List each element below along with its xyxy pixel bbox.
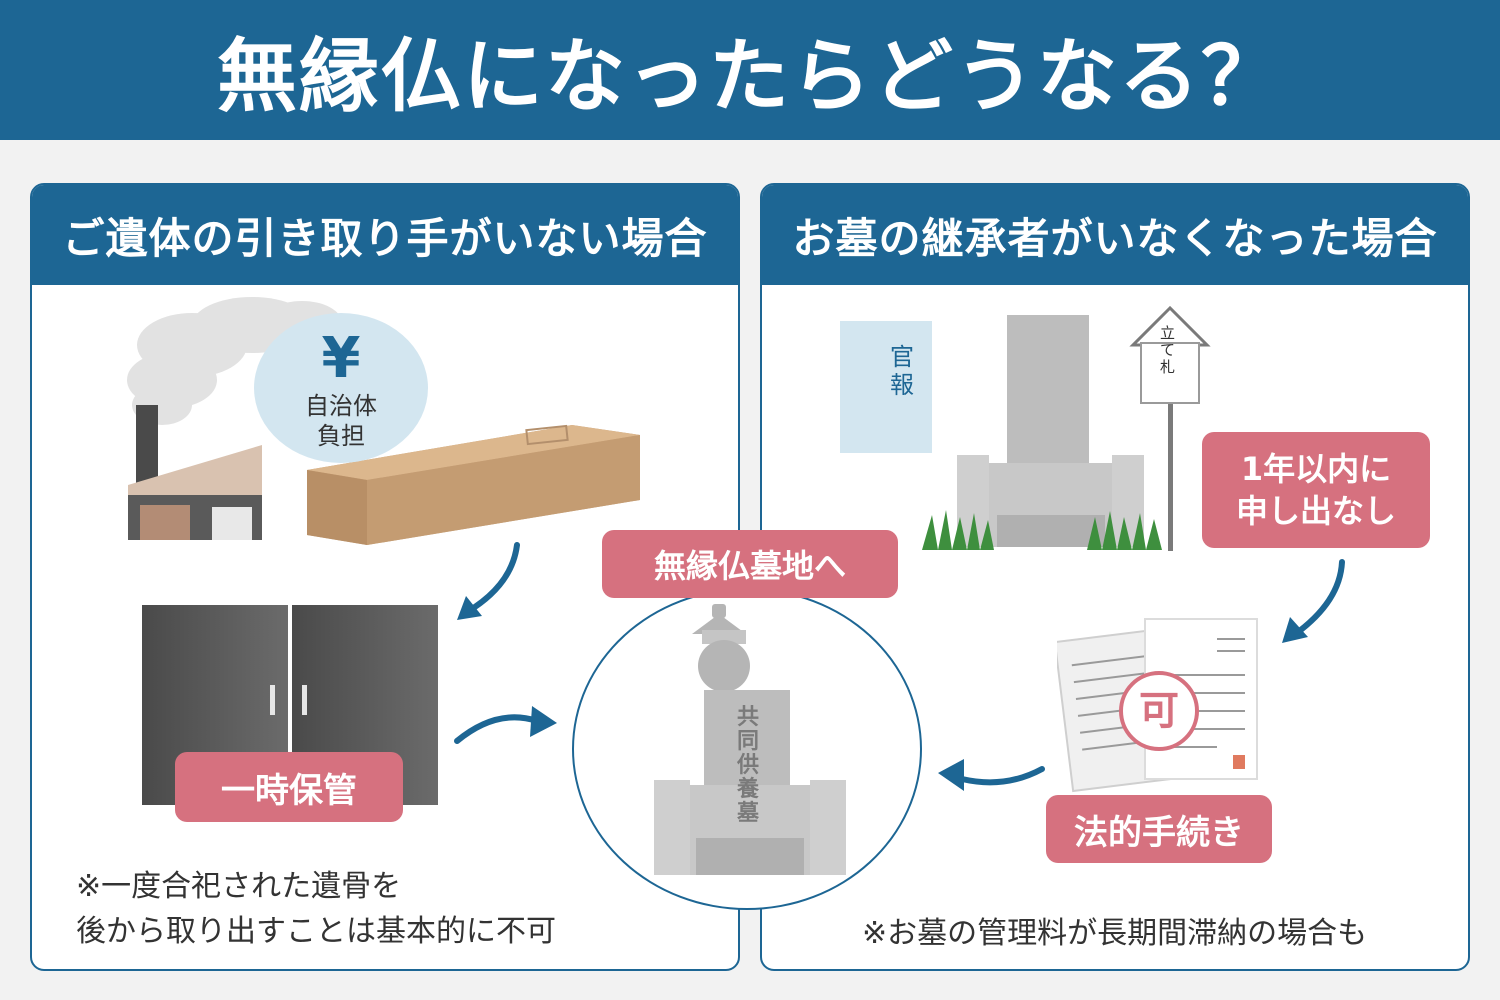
legal-documents-icon	[1057, 618, 1258, 793]
memorial-tower-icon	[654, 604, 846, 875]
memorial-inscription: 共同供養墓	[736, 705, 759, 826]
arrow-down-left-icon-2	[1282, 559, 1345, 643]
official-gazette: 官報	[840, 321, 932, 453]
signboard-icon	[1129, 305, 1211, 551]
page-title: 無縁仏になったらどうなる？	[217, 30, 1283, 123]
deadline-line2: 申し出なし	[1235, 492, 1396, 530]
header-banner: 無縁仏になったらどうなる？	[0, 0, 1500, 140]
approval-stamp-icon: 可	[1139, 688, 1179, 734]
destination-label: 無縁仏墓地へ	[602, 530, 898, 598]
arrow-down-left-icon	[457, 542, 520, 620]
legal-procedure-label: 法的手続き	[1046, 795, 1272, 863]
crematorium-icon	[128, 405, 262, 540]
municipal-burden-badge: ¥ 自治体 負担	[254, 313, 428, 463]
yen-badge-line1: 自治体	[305, 392, 377, 420]
left-note-line2: 後から取り出すことは基本的に不可	[76, 914, 556, 949]
right-panel-heading: お墓の継承者がいなくなった場合	[762, 185, 1468, 285]
deadline-line1: 1年以内に	[1240, 450, 1392, 488]
deadline-label: 1年以内に 申し出なし	[1202, 432, 1430, 548]
left-note-line1: ※一度合祀された遺骨を	[76, 869, 402, 904]
yen-badge-line2: 負担	[317, 422, 365, 450]
coffin-icon	[307, 424, 640, 545]
gazette-label: 官報	[890, 343, 914, 399]
right-note: ※お墓の管理料が長期間滞納の場合も	[862, 916, 1368, 951]
left-panel-heading: ご遺体の引き取り手がいない場合	[32, 185, 738, 285]
temporary-storage-label: 一時保管	[175, 752, 403, 822]
signboard-label: 立て札	[1160, 324, 1176, 376]
yen-icon: ¥	[321, 326, 361, 391]
arrow-right-icon	[454, 706, 557, 744]
arrow-left-icon	[938, 759, 1045, 791]
gravestone-scene	[922, 315, 1162, 550]
gravestone-icon	[957, 315, 1144, 547]
grass-icon	[922, 510, 1162, 550]
